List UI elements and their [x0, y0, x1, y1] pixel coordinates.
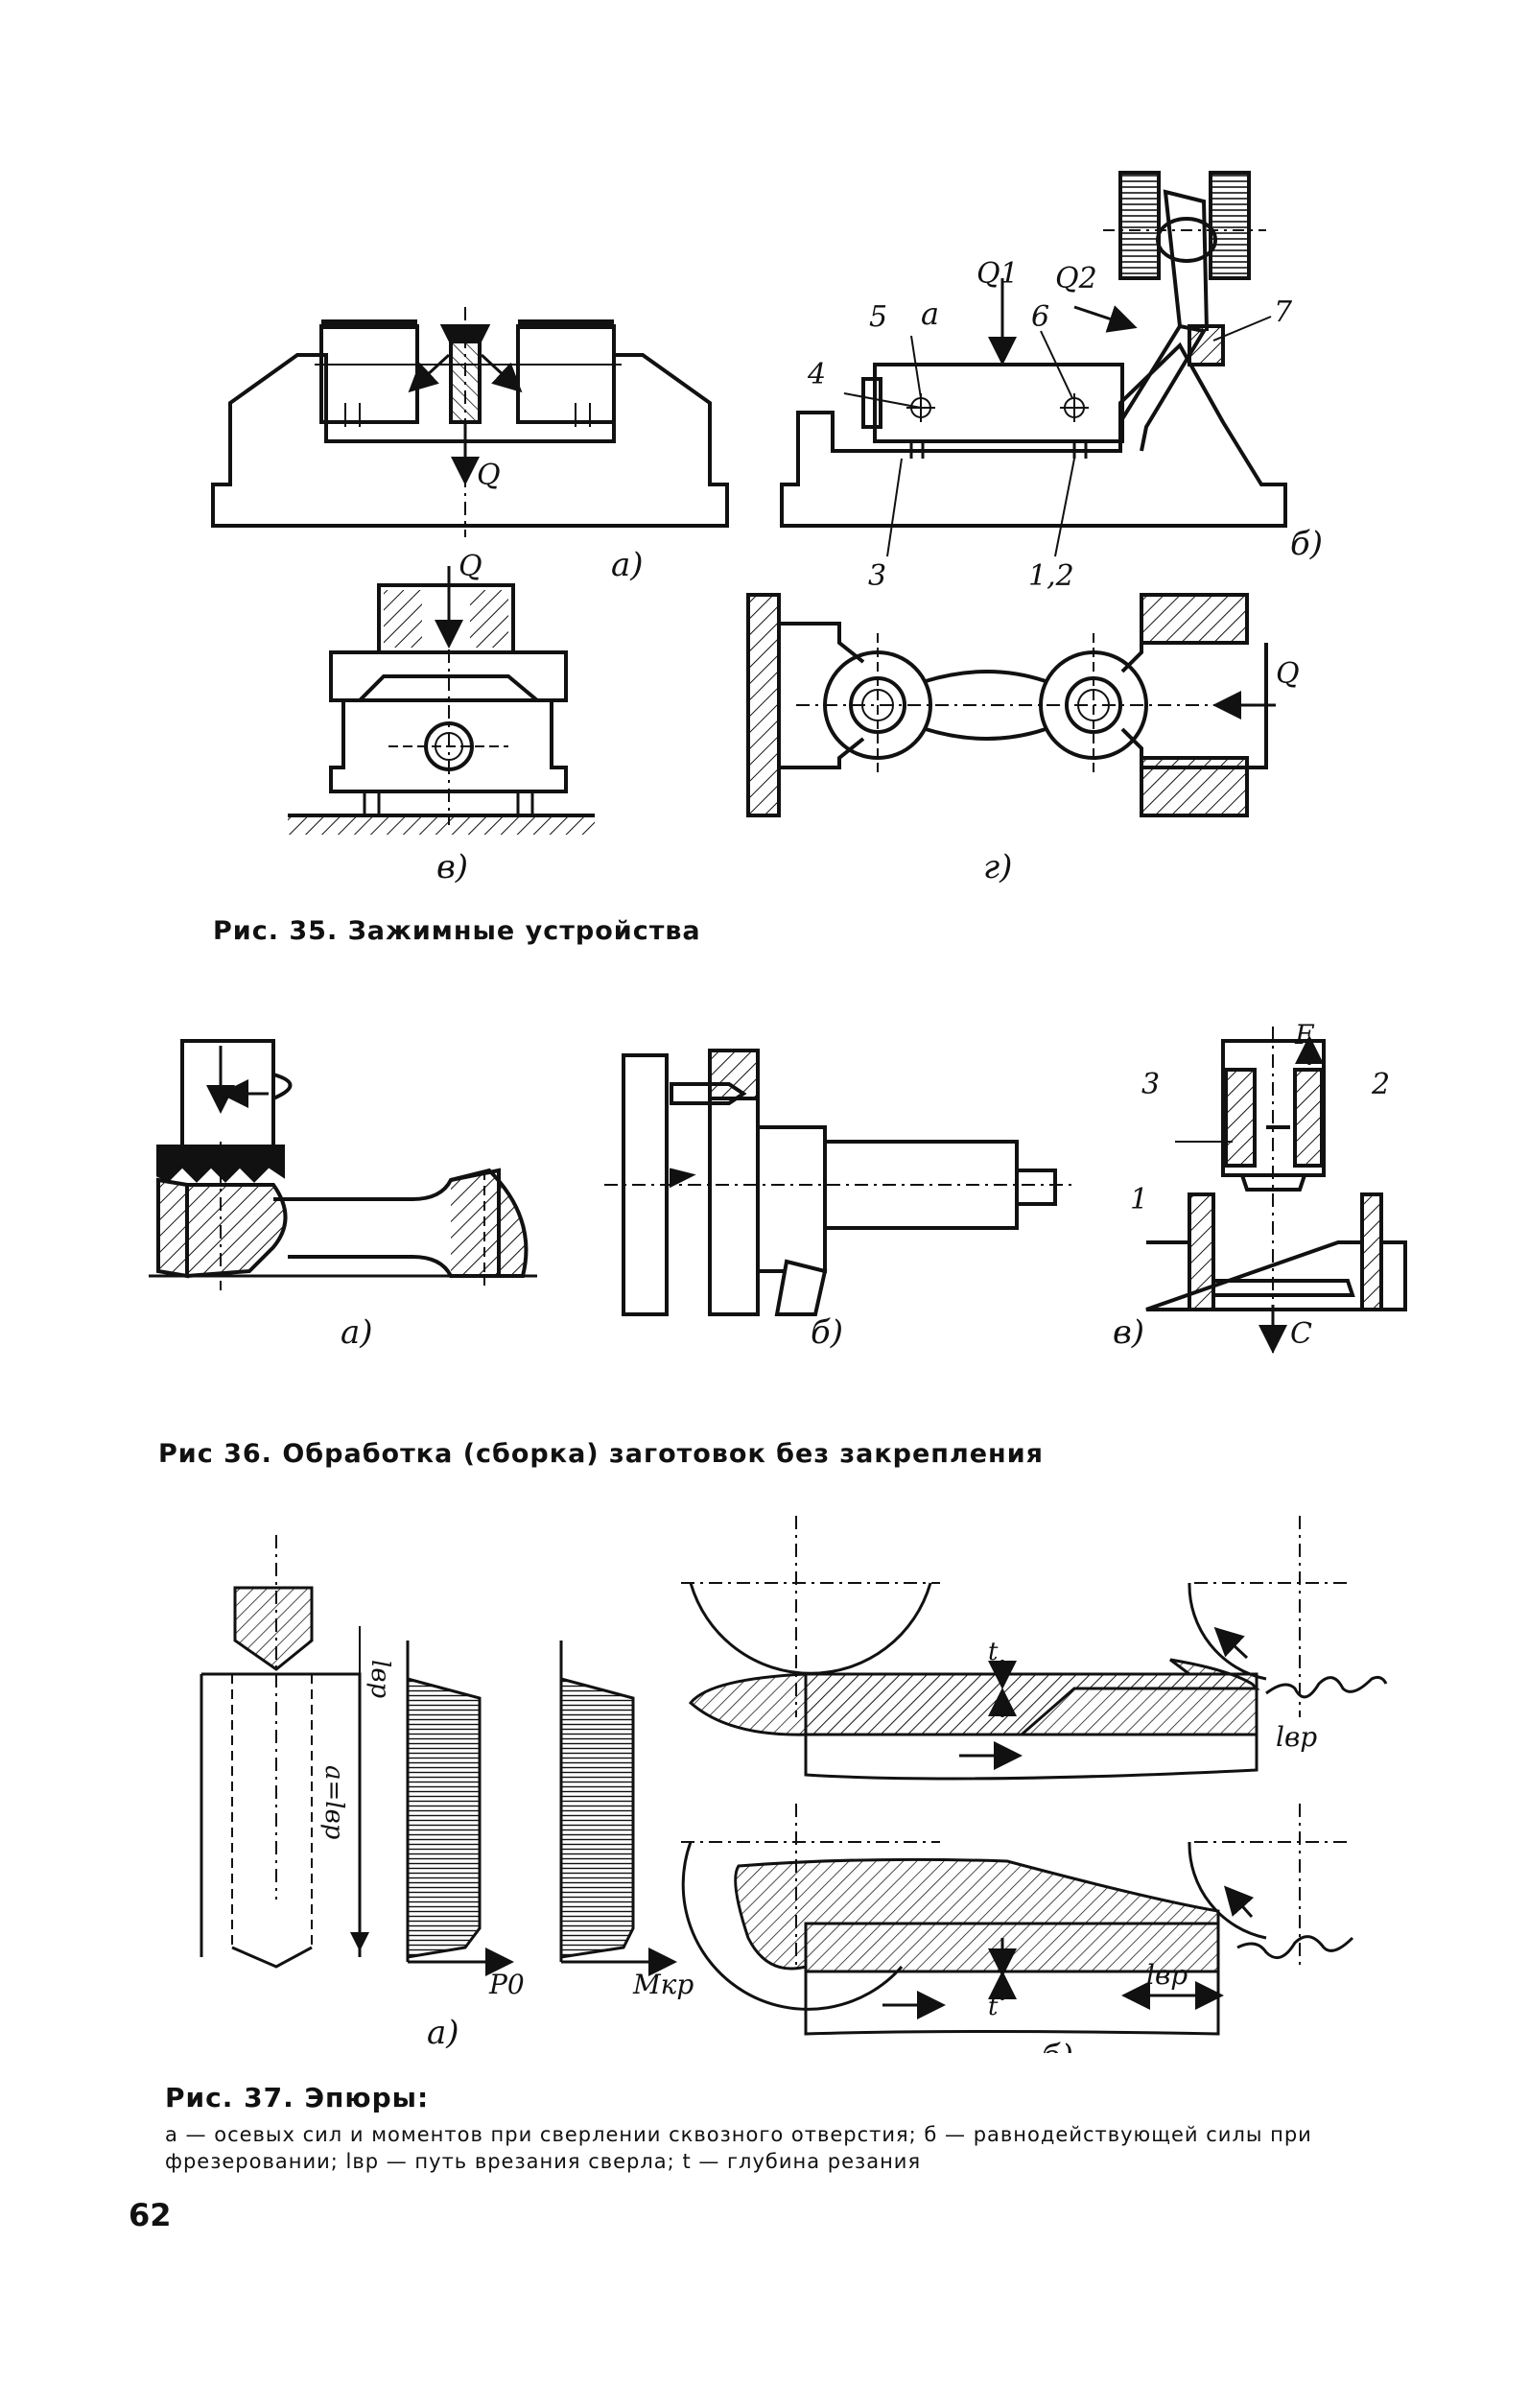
fig36-v-num-3: 3: [1141, 1068, 1160, 1101]
fig36-v-num-2: 2: [1371, 1068, 1390, 1101]
fig37-a-mkr-label: Mкр: [632, 1969, 694, 2000]
fig35-a-vise: [211, 307, 729, 537]
fig36-v-part: [1145, 1027, 1407, 1354]
fig37-a-p0-label: P0: [488, 1969, 525, 2000]
fig35-g-link: [746, 593, 1276, 817]
fig36-caption: Рис 36. Обработка (сборка) заготовок без…: [158, 1439, 1044, 1469]
fig37-b-t-bottom: t: [988, 1993, 999, 2021]
fig37-b-t-top: t: [988, 1638, 999, 1666]
fig37-a-lvr-label: lвр: [365, 1660, 394, 1698]
fig35-b-num-1-2: 1,2: [1028, 559, 1074, 593]
figure-35-drawing: Q а) Q1 Q2 а 5 6 7 4 3 1,2 б: [211, 171, 1323, 886]
figure-37-drawing: lвр a=lвр P0 Mкр а): [200, 1516, 1388, 2053]
fig37-description: а — осевых сил и моментов при сверлении …: [165, 2121, 1422, 2175]
fig35-b-lever-clamp: [780, 171, 1287, 557]
fig35-b-num-7: 7: [1274, 295, 1293, 329]
fig35-b-num-6: 6: [1031, 300, 1049, 334]
fig35-a-force-label: Q: [477, 459, 501, 492]
fig36-b-sublabel: б): [811, 1313, 843, 1352]
fig35-v-sublabel: в): [436, 848, 468, 886]
fig37-caption: Рис. 37. Эпюры:: [165, 2082, 430, 2113]
fig37-b-sublabel: б): [1041, 2038, 1073, 2053]
fig37-a-drill: [200, 1535, 369, 1969]
figure-37: lвр a=lвр P0 Mкр а): [0, 1516, 1529, 2053]
fig35-b-label-a: а: [921, 295, 939, 332]
fig35-a-sublabel: а): [611, 546, 644, 584]
fig37-desc-a: а — осевых сил и моментов при сверлении …: [165, 2123, 917, 2146]
fig35-v-clamp: [288, 566, 595, 835]
fig35-v-force-label: Q: [459, 550, 482, 583]
fig35-b-sublabel: б): [1290, 525, 1323, 563]
figure-36: а) б) 3 2 1 F C в): [0, 988, 1529, 1391]
fig37-b-lvr-bottom: lвр: [1146, 1959, 1188, 1991]
fig37-a-mkr-diagram: [559, 1641, 677, 1976]
fig35-g-force-label: Q: [1276, 657, 1300, 691]
fig35-b-num-3: 3: [868, 559, 886, 593]
fig37-b-lvr-top: lвр: [1276, 1721, 1317, 1753]
fig35-b-num-4: 4: [807, 358, 826, 391]
figure-36-drawing: а) б) 3 2 1 F C в): [149, 1019, 1407, 1354]
fig37-desc-lvr: lвр — путь врезания сверла;: [345, 2150, 675, 2173]
fig36-v-force-f: F: [1294, 1019, 1315, 1051]
fig35-g-sublabel: г): [983, 848, 1012, 886]
page-number: 62: [129, 2197, 172, 2233]
fig36-v-num-1: 1: [1130, 1183, 1148, 1216]
figure-35: Q а) Q1 Q2 а 5 6 7 4 3 1,2 б: [0, 0, 1529, 921]
fig37-a-p0-diagram: [406, 1641, 514, 1976]
fig35-caption: Рис. 35. Зажимные устройства: [213, 916, 701, 946]
fig37-a-aeq-label: a=lвр: [319, 1765, 348, 1840]
fig36-a-part: [149, 1039, 537, 1290]
fig35-b-num-5: 5: [869, 300, 887, 334]
fig37-a-sublabel: а): [427, 2014, 459, 2052]
fig35-b-force-q2: Q2: [1055, 262, 1097, 295]
fig36-a-sublabel: а): [341, 1313, 373, 1352]
fig35-b-force-q1: Q1: [976, 257, 1019, 291]
fig36-v-force-c: C: [1290, 1317, 1312, 1351]
fig36-v-sublabel: в): [1113, 1313, 1144, 1352]
fig37-b-milling: [681, 1516, 1388, 2036]
fig37-desc-b: б — равнодействующей силы при фрезерован…: [165, 2123, 1312, 2173]
fig37-desc-t: t — глубина резания: [682, 2150, 922, 2173]
fig36-b-part: [604, 1049, 1074, 1316]
